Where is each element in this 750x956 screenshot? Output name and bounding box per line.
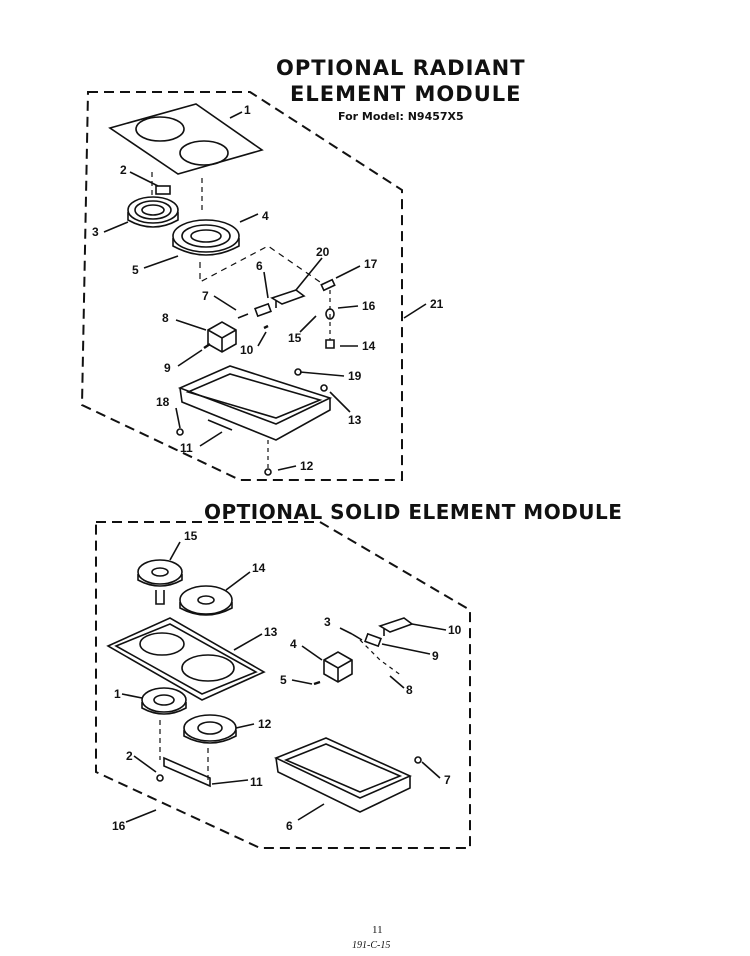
callout-s15: 15	[184, 529, 198, 543]
callout-r3: 3	[92, 225, 99, 239]
callout-r16: 16	[362, 299, 376, 313]
solid-cooktop-frame	[106, 617, 266, 701]
solid-element-holder-small	[141, 687, 187, 715]
callout-r15: 15	[288, 331, 302, 345]
callout-s2: 2	[126, 749, 133, 763]
callout-s6: 6	[286, 819, 293, 833]
callout-r17: 17	[364, 257, 378, 271]
callout-s1: 1	[114, 687, 121, 701]
callout-r10: 10	[240, 343, 254, 357]
radiant-element-small	[127, 185, 179, 228]
solid-title: OPTIONAL SOLID ELEMENT MODULE	[204, 500, 623, 524]
callout-r11: 11	[180, 441, 193, 455]
callout-r1: 1	[244, 103, 251, 117]
document-code: 191-C-15	[352, 940, 391, 951]
page-number: 11	[372, 924, 383, 936]
callout-r21: 21	[430, 297, 444, 311]
solid-element-holder-large	[183, 714, 237, 744]
solid-element-small	[137, 559, 183, 605]
radiant-module-boundary	[80, 91, 403, 481]
solid-element-large	[179, 585, 233, 616]
radiant-title-line2: ELEMENT MODULE	[290, 82, 522, 106]
solid-burner-tray	[274, 737, 412, 813]
callout-s16: 16	[112, 819, 126, 833]
radiant-cooktop-panel	[108, 103, 264, 175]
callout-r7: 7	[202, 289, 209, 303]
callout-s10: 10	[448, 623, 462, 637]
callout-r14: 14	[362, 339, 376, 353]
callout-r8: 8	[162, 311, 169, 325]
callout-s8: 8	[406, 683, 413, 697]
solid-bracket	[378, 617, 414, 636]
radiant-clip	[254, 302, 272, 318]
callout-r13: 13	[348, 413, 362, 427]
radiant-bracket	[270, 289, 306, 308]
solid-switch-block	[323, 651, 353, 683]
callout-s13: 13	[264, 625, 278, 639]
radiant-switch-block	[207, 321, 237, 353]
callout-s5: 5	[280, 673, 287, 687]
callout-r5: 5	[132, 263, 139, 277]
solid-module-boundary	[95, 521, 471, 849]
callout-r20: 20	[316, 245, 330, 259]
radiant-title-line1: OPTIONAL RADIANT	[276, 56, 526, 80]
callout-r4: 4	[262, 209, 269, 223]
radiant-callouts: 1 2 3 4 5 6 7 8 9 10 11 12 13 14 15 16 1…	[92, 103, 444, 473]
callout-r12: 12	[300, 459, 314, 473]
model-number-label: For Model: N9457X5	[338, 110, 464, 123]
callout-r19: 19	[348, 369, 362, 383]
callout-s9: 9	[432, 649, 439, 663]
callout-r2: 2	[120, 163, 127, 177]
callout-r18: 18	[156, 395, 170, 409]
solid-callouts: 1 2 3 4 5 6 7 8 9 10 11 12 13 14 15 16	[112, 529, 462, 833]
radiant-element-large	[172, 219, 240, 256]
callout-s4: 4	[290, 637, 297, 651]
callout-r9: 9	[164, 361, 171, 375]
solid-mount-bracket	[163, 756, 211, 788]
callout-r6: 6	[256, 259, 263, 273]
radiant-burner-tray	[177, 365, 333, 441]
callout-s11: 11	[250, 775, 263, 789]
callout-s12: 12	[258, 717, 272, 731]
radiant-limiter	[320, 278, 336, 292]
callout-s14: 14	[252, 561, 266, 575]
callout-s7: 7	[444, 773, 451, 787]
callout-s3: 3	[324, 615, 331, 629]
